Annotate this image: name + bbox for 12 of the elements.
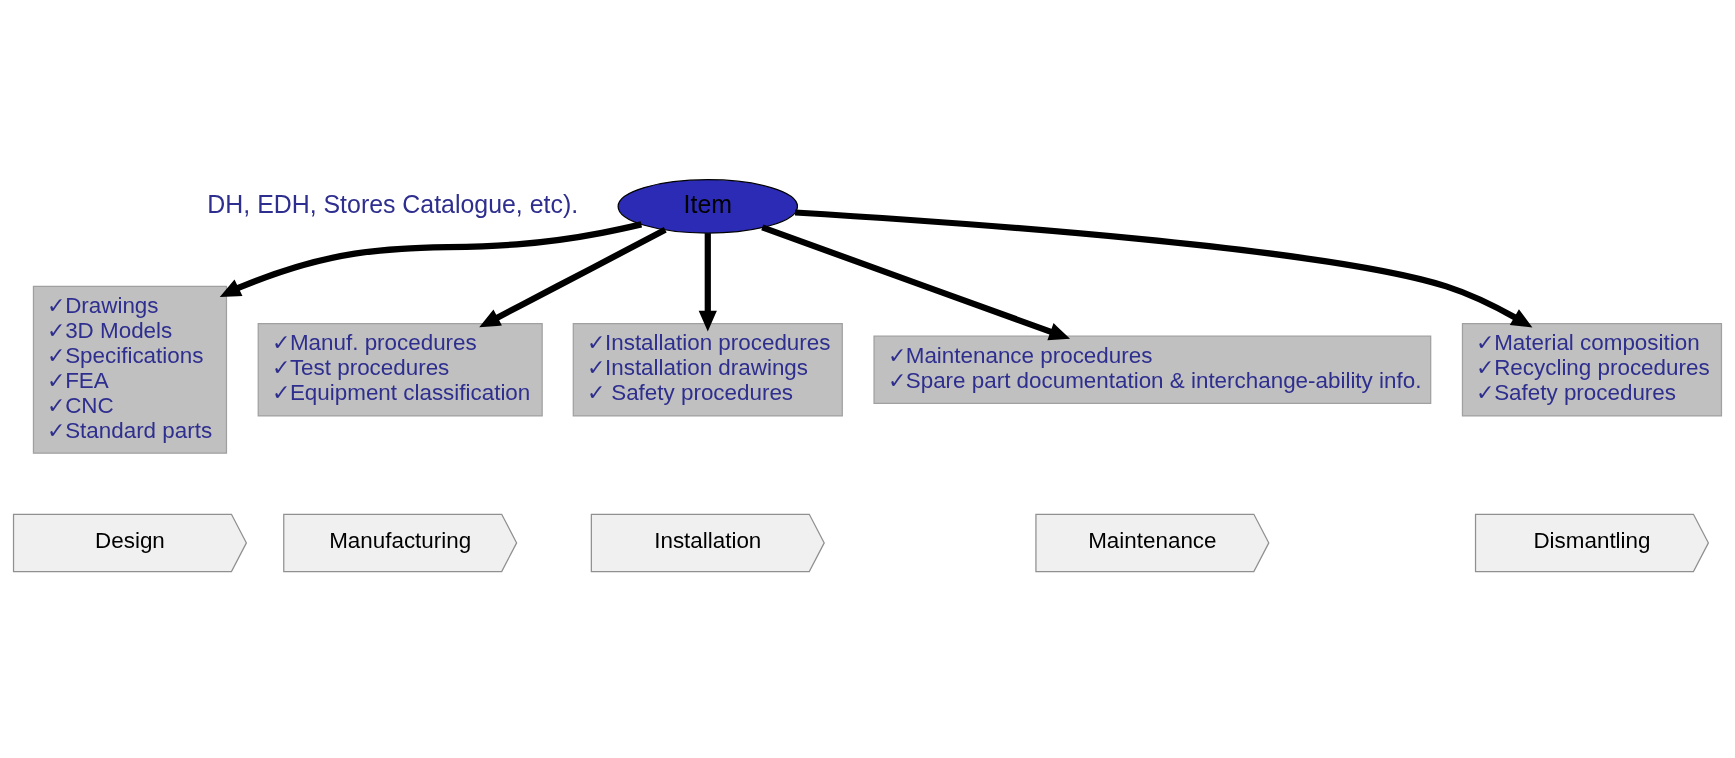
node-box: ✓Manuf. procedures ✓Test procedures ✓Equipment classification [257,322,543,416]
node-box: ✓Drawings ✓3D Models ✓Specifications ✓FEA ✓CNC ✓Standard parts [32,285,228,454]
label: DH, EDH, Stores Catalogue, etc). [207,189,579,218]
arrow [794,208,1533,328]
arrow [698,232,717,331]
arrow [761,223,1071,340]
node-box: ✓Installation procedures ✓Installation drawings ✓ Safety procedures [572,322,843,416]
node-box: ✓Maintenance procedures ✓Spare part documentation & interchange-ability info. [873,335,1432,404]
node-ellipse: Item [617,178,799,234]
arrow [479,226,667,327]
arrow [219,220,643,297]
node-box: ✓Material composition ✓Recycling procedures ✓Safety procedures [1461,322,1723,416]
